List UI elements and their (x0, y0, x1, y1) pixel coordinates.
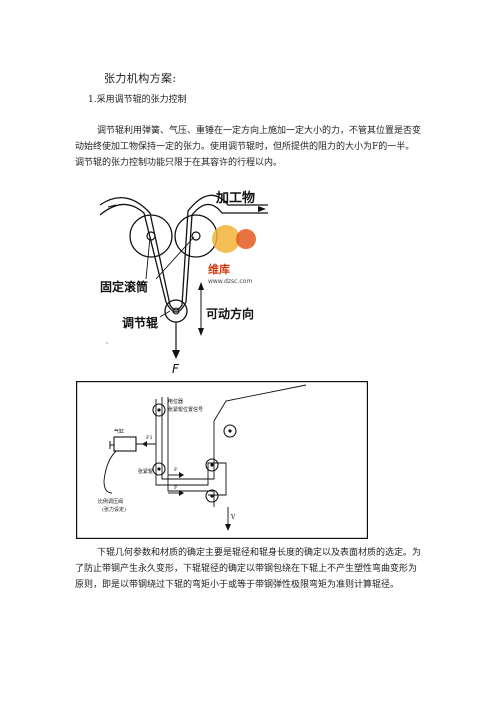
page-title: 张力机构方案: (104, 72, 177, 85)
label-roller: 张紧辊 (138, 468, 153, 475)
dancer-roller (164, 299, 188, 323)
section-heading: 1.采用调节辊的张力控制 (88, 95, 187, 105)
svg-text:`: ` (105, 342, 110, 353)
label-force: F (172, 362, 180, 376)
watermark-text: 维库 (208, 262, 230, 276)
label-valve2: (张力设定) (102, 506, 126, 513)
pneumatic-tension-schematic: 电位器 张紧辊位置信号 气缸 F1 张紧辊 F F 比例调压阀 (张力设定) V (76, 381, 368, 539)
label-direction: 可动方向 (206, 306, 254, 321)
label-v: V (230, 514, 236, 521)
dancer-roller-diagram: 维库 www.dzsc.com 加工物 固定滚筒 调节辊 可动方向 F ` (99, 190, 268, 376)
label-f1: F1 (146, 435, 153, 441)
watermark-url: www.dzsc.com (208, 278, 252, 285)
label-top2: 张紧辊位置信号 (168, 406, 203, 413)
label-dancer: 调节辊 (122, 315, 158, 330)
paragraph-intro: 调节辊利用弹簧、气压、重锤在一定方向上施加一定大小的力，不管其位置是否变动始终使… (75, 126, 422, 168)
label-f-b: F (174, 485, 178, 491)
label-f-a: F (174, 467, 178, 473)
label-fixed-rollers: 固定滚筒 (100, 279, 148, 294)
label-cylinder: 气缸 (114, 428, 124, 435)
label-valve1: 比例调压阀 (98, 498, 123, 505)
watermark-logo (212, 225, 240, 253)
label-material: 加工物 (215, 190, 255, 206)
label-top1: 电位器 (168, 398, 183, 405)
fixed-roller-left (129, 214, 173, 258)
paragraph-roller: 下辊几何参数和材质的确定主要是辊径和辊身长度的确定以及表面材质的选定。为了防止带… (75, 548, 422, 590)
